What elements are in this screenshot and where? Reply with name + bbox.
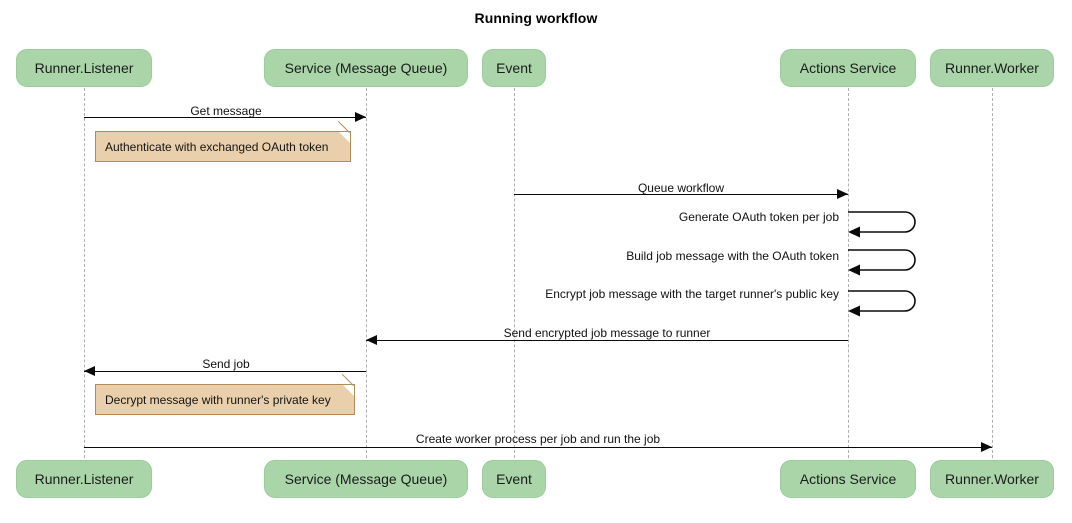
participant-runner-worker-top[interactable]: Runner.Worker <box>930 49 1054 87</box>
note-fold-edge <box>338 120 350 133</box>
message-label-send-encrypted-job-message: Send encrypted job message to runner <box>503 326 711 340</box>
participant-actions-service-bottom[interactable]: Actions Service <box>780 460 916 498</box>
message-line-create-worker-process <box>84 447 992 448</box>
lifeline-runner-listener <box>84 88 85 458</box>
lifeline-runner-worker <box>992 88 993 458</box>
self-message-build-job-message <box>848 249 919 278</box>
message-line-get-message <box>84 117 366 118</box>
note-text: Authenticate with exchanged OAuth token <box>105 139 329 154</box>
message-line-send-encrypted-job-message <box>366 340 848 341</box>
note-authenticate-note: Authenticate with exchanged OAuth token <box>95 120 351 162</box>
participant-runner-listener-bottom[interactable]: Runner.Listener <box>16 460 152 498</box>
participant-event-top[interactable]: Event <box>482 49 546 87</box>
message-label-build-job-message: Build job message with the OAuth token <box>626 249 839 263</box>
message-line-queue-workflow <box>514 194 848 195</box>
message-label-get-message: Get message <box>190 104 262 118</box>
lifeline-event <box>514 88 515 458</box>
message-label-encrypt-job-message: Encrypt job message with the target runn… <box>545 287 839 301</box>
message-label-queue-workflow: Queue workflow <box>637 181 725 195</box>
self-message-generate-oauth-token <box>848 211 919 240</box>
note-fold-corner-icon <box>343 385 354 396</box>
note-decrypt-note: Decrypt message with runner's private ke… <box>95 373 355 415</box>
arrowhead-get-message <box>355 112 366 123</box>
self-message-encrypt-job-message <box>848 290 919 319</box>
note-text: Decrypt message with runner's private ke… <box>105 392 331 407</box>
arrowhead-send-job <box>84 366 95 377</box>
participant-event-bottom[interactable]: Event <box>482 460 546 498</box>
diagram-title: Running workflow <box>474 10 598 26</box>
message-label-generate-oauth-token: Generate OAuth token per job <box>678 210 839 224</box>
arrowhead-create-worker-process <box>981 442 992 453</box>
participant-runner-worker-bottom[interactable]: Runner.Worker <box>930 460 1054 498</box>
note-fold-corner-icon <box>339 132 350 143</box>
message-label-create-worker-process: Create worker process per job and run th… <box>415 432 661 446</box>
lifeline-actions-service <box>848 88 849 458</box>
participant-runner-listener-top[interactable]: Runner.Listener <box>16 49 152 87</box>
arrowhead-queue-workflow <box>837 189 848 200</box>
participant-service-mq-top[interactable]: Service (Message Queue) <box>264 49 468 87</box>
note-fold-edge <box>342 373 354 386</box>
participant-service-mq-bottom[interactable]: Service (Message Queue) <box>264 460 468 498</box>
message-label-send-job: Send job <box>202 357 250 371</box>
arrowhead-send-encrypted-job-message <box>366 335 377 346</box>
lifeline-service-mq <box>366 88 367 458</box>
participant-actions-service-top[interactable]: Actions Service <box>780 49 916 87</box>
message-line-send-job <box>84 371 366 372</box>
